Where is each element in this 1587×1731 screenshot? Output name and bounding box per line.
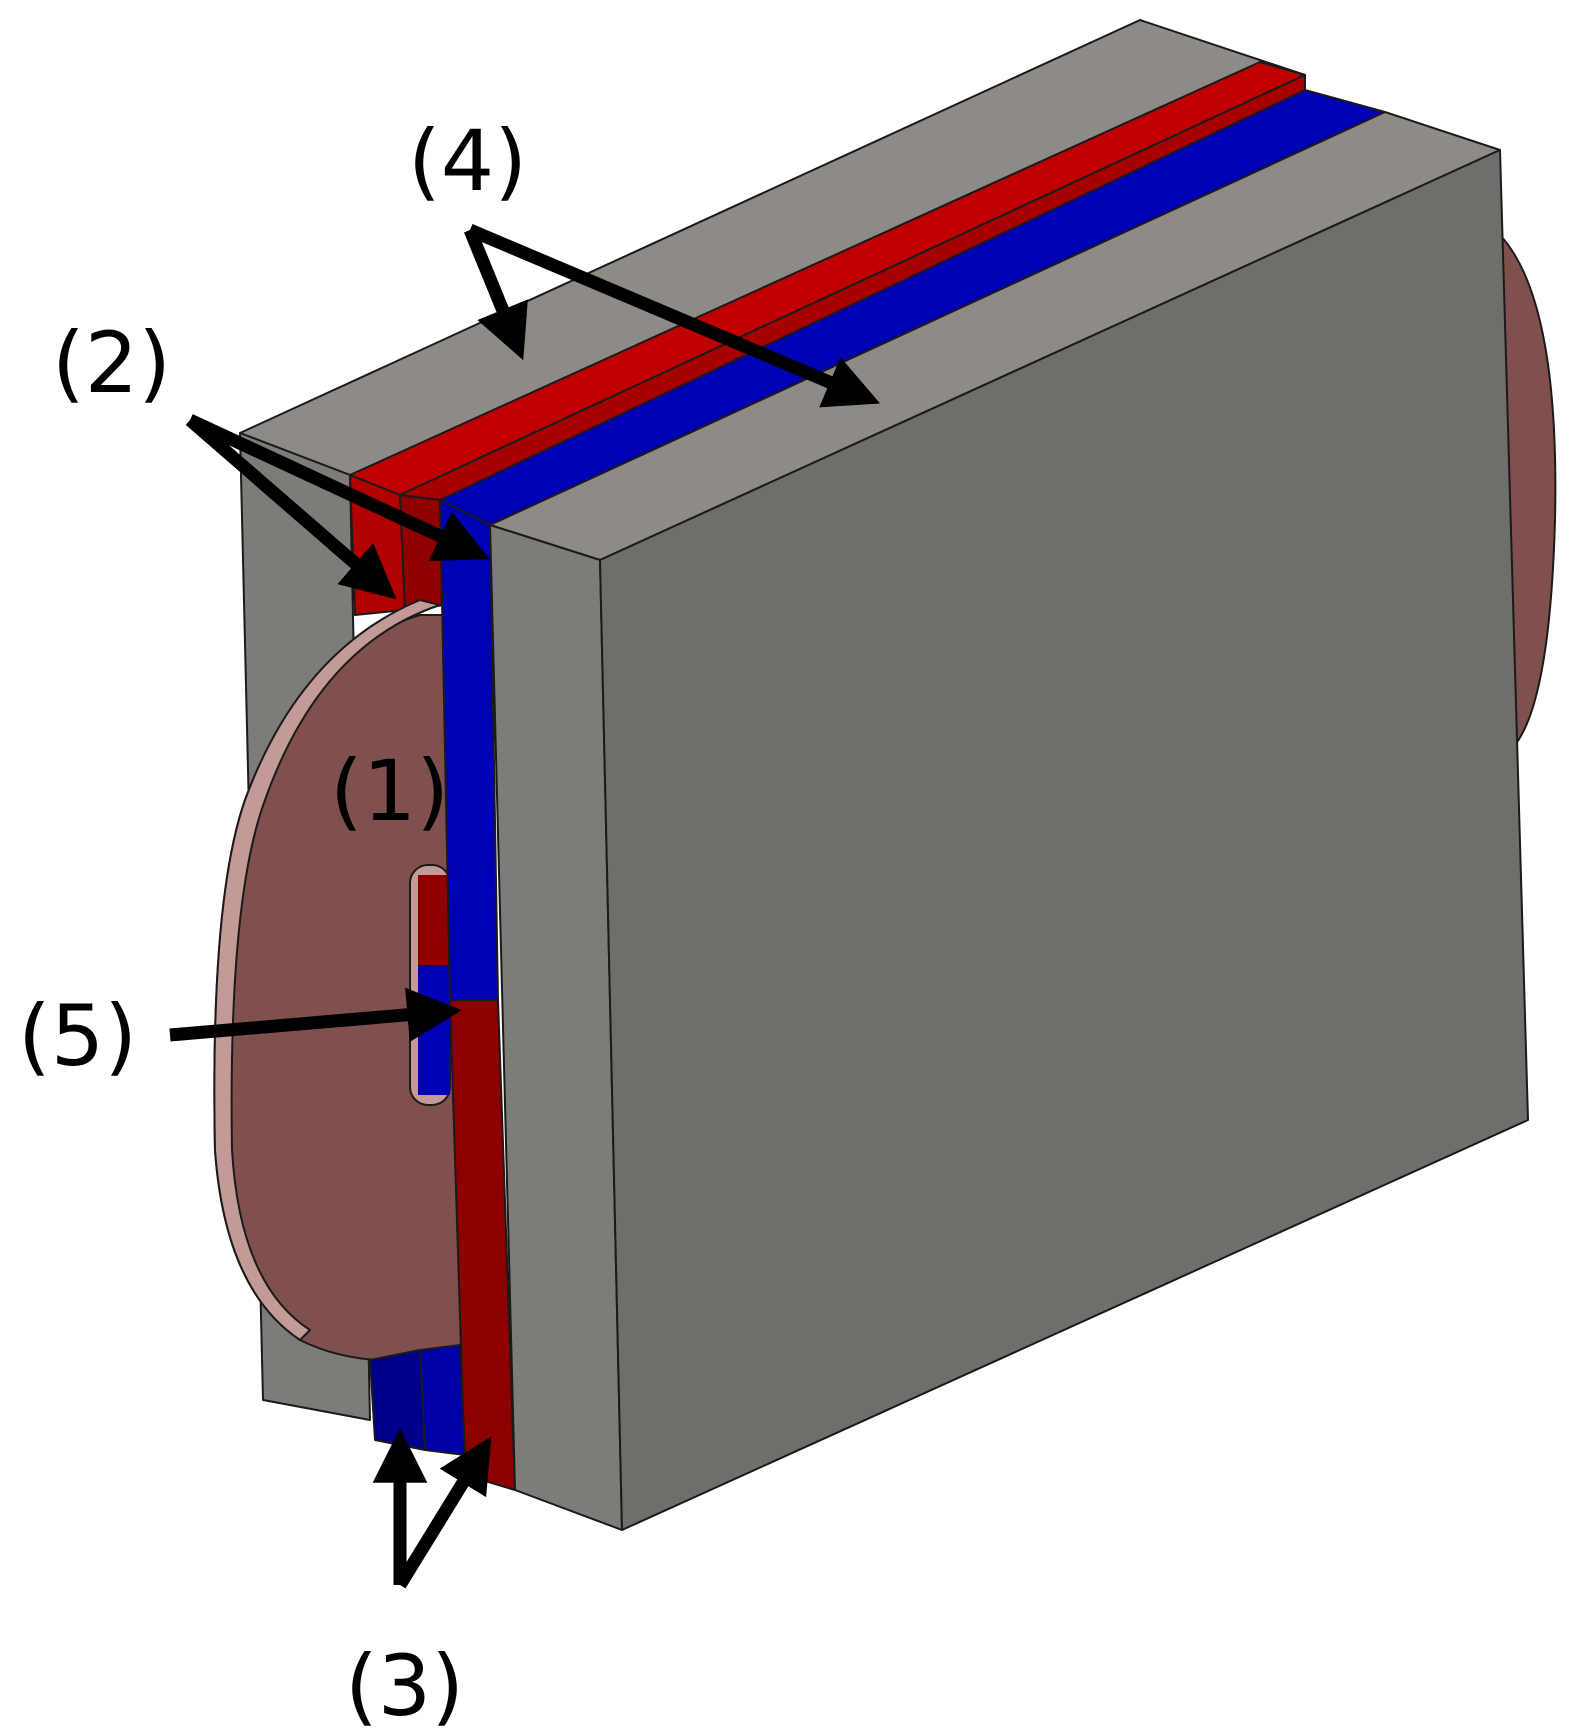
label-2: (2) <box>52 314 171 412</box>
slot-blue <box>418 965 450 1095</box>
arrow-2a <box>185 415 397 600</box>
arrow-4a <box>463 227 528 361</box>
arrow-3b <box>394 1436 492 1589</box>
blue-block-bottom-1 <box>369 1349 426 1451</box>
label-5: (5) <box>18 987 137 1085</box>
label-4: (4) <box>408 112 527 210</box>
label-1: (1) <box>330 742 449 840</box>
label-3: (3) <box>345 1637 464 1731</box>
arrow-5 <box>169 987 462 1042</box>
slot-red <box>418 875 450 965</box>
arrow-4b <box>467 224 881 408</box>
arrow-2b <box>187 414 490 561</box>
disk-rim <box>213 599 441 1341</box>
blue-block-bottom-2 <box>419 1344 466 1456</box>
red-strip-front-2 <box>399 494 446 611</box>
front-block-face <box>599 149 1529 1531</box>
